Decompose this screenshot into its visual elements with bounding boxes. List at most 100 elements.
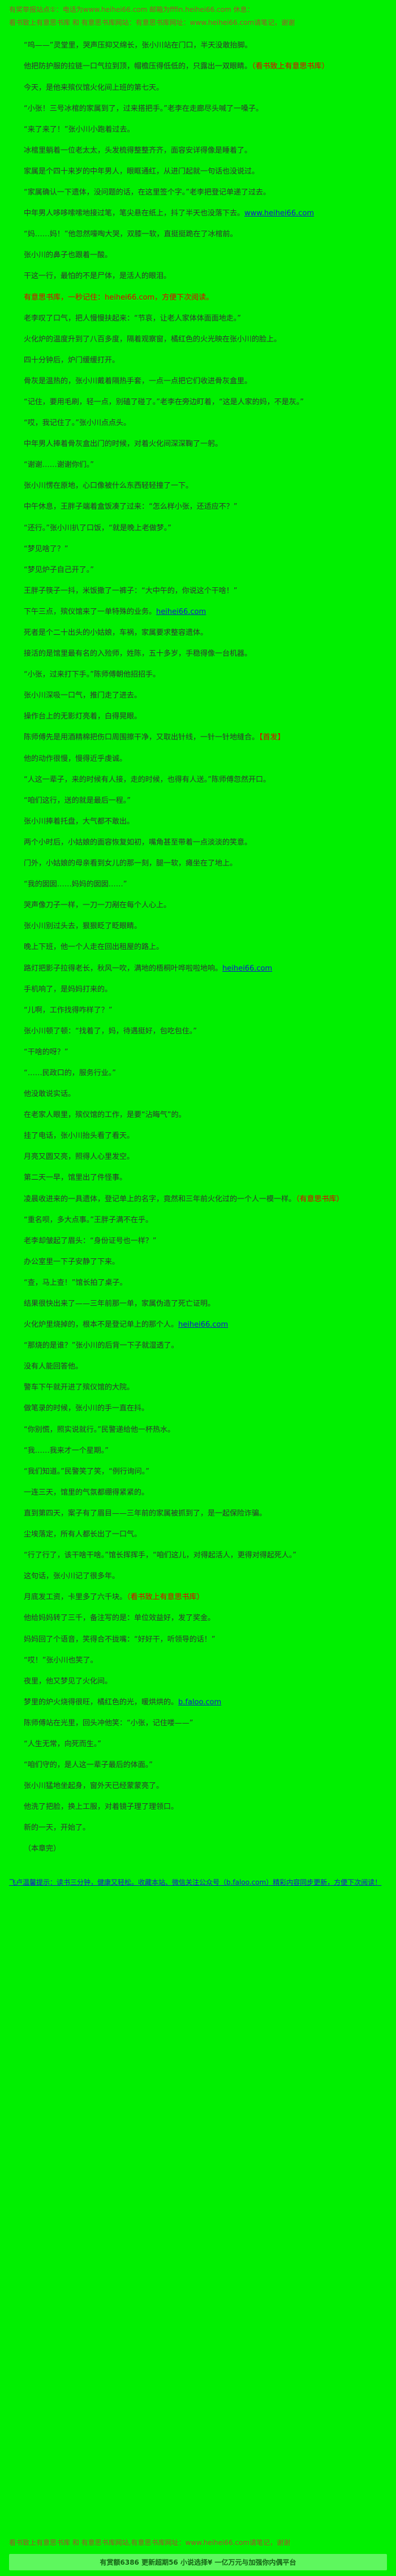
novel-paragraph: 火化炉里烧掉的，根本不是登记单上的那个人。heihei66.com xyxy=(9,1319,387,1331)
inline-highlight: 有意思书库，一秒记住：heihei66.com，方便下次阅读。 xyxy=(24,293,214,302)
paragraph-text: 四十分钟后，炉门缓缓打开。 xyxy=(24,356,120,365)
paragraph-text: “哎！”张小川也笑了。 xyxy=(24,1656,98,1665)
paragraph-text: 他把防护服的拉链一口气拉到顶，帽檐压得低低的，只露出一双眼睛。 xyxy=(24,62,252,71)
novel-paragraph: 月亮又圆又亮，照得人心里发空。 xyxy=(9,1151,387,1163)
paragraph-text: “你别慌，照实说就行。”民警递给他一杯热水。 xyxy=(24,1425,175,1434)
paragraph-text: 没有人能回答他。 xyxy=(24,1362,83,1371)
paragraph-text: “人这一辈子，来的时候有人接，走的时候，也得有人送。”陈师傅忽然开口。 xyxy=(24,775,270,784)
novel-paragraph: 做笔录的时候，张小川的手一直在抖。 xyxy=(9,1402,387,1415)
novel-paragraph: “哎，我记住了。”张小川点点头。 xyxy=(9,417,387,430)
novel-paragraph: 路灯把影子拉得老长，秋风一吹，满地的梧桐叶哗啦啦地响。heihei66.com xyxy=(9,963,387,975)
novel-paragraph: 月底发工资，卡里多了六千块。（看书致上有意思书库） xyxy=(9,1591,387,1604)
paragraph-text: 张小川深吸一口气，推门走了进去。 xyxy=(24,691,142,700)
novel-paragraph: 中午休息，王胖子端着盒饭凑了过来：“怎么样小张，还适应不？” xyxy=(9,501,387,513)
paragraph-text: 今天，是他来殡仪馆火化间上班的第七天。 xyxy=(24,83,164,92)
novel-paragraph: 夜里，他又梦见了火化间。 xyxy=(9,1676,387,1688)
paragraph-text: “……民政口的，服务行业。” xyxy=(24,1068,116,1077)
novel-paragraph: 中年男人哆哆嗦嗦地接过笔，笔尖悬在纸上，抖了半天也没落下去。www.heihei… xyxy=(9,207,387,220)
novel-paragraph: “来了来了！”张小川小跑着过去。 xyxy=(9,124,387,136)
paragraph-text: 张小川的鼻子也跟着一酸。 xyxy=(24,251,113,260)
paragraph-text: 张小川顿了顿：“找着了，妈，待遇挺好，包吃包住。” xyxy=(24,1027,197,1036)
novel-paragraph: “咱们守的，是人这一辈子最后的体面。” xyxy=(9,1759,387,1772)
novel-paragraph: 他洗了把脸，换上工服，对着镜子理了理领口。 xyxy=(9,1801,387,1813)
novel-paragraph: “小张！三号冰棺的家属到了，过来搭把手。”老李在走廊尽头喊了一嗓子。 xyxy=(9,103,387,115)
novel-paragraph: 张小川深吸一口气，推门走了进去。 xyxy=(9,690,387,702)
novel-paragraph: 没有人能回答他。 xyxy=(9,1361,387,1373)
novel-paragraph: “妈……妈！”他忽然嚎啕大哭，双膝一软，直挺挺跪在了冰棺前。 xyxy=(9,228,387,241)
inline-link[interactable]: heihei66.com xyxy=(156,607,206,616)
novel-paragraph: “记住，要用毛刷，轻一点，别磕了碰了。”老李在旁边盯着，“这是人家的妈，不是灰。… xyxy=(9,396,387,409)
paragraph-text: “重名呗，多大点事。”王胖子满不在乎。 xyxy=(24,1215,153,1224)
paragraph-text: “还行。”张小川扒了口饭，“就是晚上老做梦。” xyxy=(24,523,171,532)
paragraph-text: 办公室里一下子安静了下来。 xyxy=(24,1257,120,1266)
footer-url-notice[interactable]: 看书致上有意思书库 和 有意思书库网站,有意思书库网址：www.heihei66… xyxy=(9,2538,290,2547)
paragraph-text: 一连三天，馆里的气氛都绷得紧紧的。 xyxy=(24,1488,149,1497)
novel-paragraph: 他的动作很慢，慢得近乎虔诚。 xyxy=(9,753,387,765)
novel-paragraph: “查，马上查！”馆长拍了桌子。 xyxy=(9,1277,387,1289)
paragraph-text: 陈师傅站在光里，回头冲他笑：“小张，记住喽——” xyxy=(24,1718,193,1728)
novel-paragraph: 第二天一早，馆里出了件怪事。 xyxy=(9,1172,387,1184)
novel-paragraph: 张小川捧着托盘，大气都不敢出。 xyxy=(9,816,387,828)
novel-paragraph: “咱们这行，送的就是最后一程。” xyxy=(9,795,387,807)
paragraph-text: “人生无常，向死而生。” xyxy=(24,1739,101,1748)
novel-paragraph: 凌晨收进来的一具遗体，登记单上的名字，竟然和三年前火化过的一个人一模一样。（有意… xyxy=(9,1193,387,1206)
paragraph-text: 结果很快出来了——三年前那一单，家属伪造了死亡证明。 xyxy=(24,1300,216,1308)
novel-paragraph: 结果很快出来了——三年前那一单，家属伪造了死亡证明。 xyxy=(9,1298,387,1310)
paragraph-text: 第二天一早，馆里出了件怪事。 xyxy=(24,1174,127,1183)
paragraph-text: 这句话，张小川记了很多年。 xyxy=(24,1572,120,1581)
novel-paragraph: 老李叹了口气，把人慢慢扶起来：“节哀，让老人家体体面面地走。” xyxy=(9,313,387,325)
novel-paragraph: “你别慌，照实说就行。”民警递给他一杯热水。 xyxy=(9,1424,387,1436)
faloo-notice-link[interactable]: 飞卢温馨提示：读书三分钟，健康又轻松。收藏本站、微信关注公众号（b.faloo.… xyxy=(9,1878,382,1886)
paragraph-text: 做笔录的时候，张小川的手一直在抖。 xyxy=(24,1404,149,1413)
paragraph-text: “行了行了，该干啥干啥。”馆长挥挥手，“咱们这儿，对得起活人，更得对得起死人。” xyxy=(24,1551,296,1560)
inline-link[interactable]: b.faloo.com xyxy=(178,1698,222,1707)
paragraph-text: 路灯把影子拉得老长，秋风一吹，满地的梧桐叶哗啦啦地响。 xyxy=(24,964,223,973)
paragraph-text: 陈师傅先是用酒精棉把伤口周围擦干净，又取出针线，一针一针地缝合。 xyxy=(24,733,260,742)
inline-link[interactable]: heihei66.com xyxy=(222,964,273,973)
paragraph-text: （本章完） xyxy=(24,1845,61,1854)
novel-paragraph: 一连三天，馆里的气氛都绷得紧紧的。 xyxy=(9,1487,387,1499)
paragraph-text: 张小川别过头去，狠狠眨了眨眼睛。 xyxy=(24,922,142,931)
paragraph-text: 接活的是馆里最有名的入殓师，姓陈，五十多岁，手稳得像一台机器。 xyxy=(24,650,252,659)
footer-stats-bar: 有赏额6386 更新超期56 小说选择¥ 一亿万元与加强你内偶平台 xyxy=(9,2554,387,2570)
paragraph-text: 直到第四天，案子有了眉目——三年前的家属被抓到了，是一起保险诈骗。 xyxy=(24,1509,267,1518)
paragraph-text: 操作台上的无影灯亮着，白得晃眼。 xyxy=(24,712,142,721)
novel-paragraph: 办公室里一下子安静了下来。 xyxy=(9,1256,387,1268)
novel-paragraph: “我们知道。”民警笑了笑，“例行询问。” xyxy=(9,1466,387,1478)
paragraph-text: 两个小时后，小姑娘的面容恢复如初，嘴角甚至带着一点淡淡的笑意。 xyxy=(24,838,252,847)
site-footer: 看书致上有意思书库 和 有意思书库网站,有意思书库网址：www.heihei66… xyxy=(9,2538,387,2570)
novel-paragraph: “家属确认一下遗体，没问题的话，在这里签个字。”老李把登记单递了过去。 xyxy=(9,187,387,199)
paragraph-text: “我的囡囡……妈妈的囡囡……” xyxy=(24,880,127,889)
novel-paragraph: “哎！”张小川也笑了。 xyxy=(9,1655,387,1667)
novel-paragraph: 直到第四天，案子有了眉目——三年前的家属被抓到了，是一起保险诈骗。 xyxy=(9,1508,387,1520)
novel-paragraph: 这句话，张小川记了很多年。 xyxy=(9,1570,387,1583)
paragraph-text: 老李却皱起了眉头：“身份证号也一样？” xyxy=(24,1236,157,1245)
novel-paragraph: 四十分钟后，炉门缓缓打开。 xyxy=(9,354,387,367)
paragraph-text: “咱们这行，送的就是最后一程。” xyxy=(24,796,131,805)
site-url-notice[interactable]: 看书致上有意思书库 和 有意思书库网站：有意思书库网址：www.heihei66… xyxy=(9,19,295,27)
paragraph-text: “梦见啥了？” xyxy=(24,544,68,553)
spacer xyxy=(9,1898,387,2538)
inline-link[interactable]: heihei66.com xyxy=(178,1321,229,1330)
paragraph-text: 火化炉里烧掉的，根本不是登记单上的那个人。 xyxy=(24,1321,179,1330)
novel-paragraph: 骨灰是温热的，张小川戴着隔热手套，一点一点把它们收进骨灰盒里。 xyxy=(9,375,387,388)
novel-paragraph: “行了行了，该干啥干啥。”馆长挥挥手，“咱们这儿，对得起活人，更得对得起死人。” xyxy=(9,1549,387,1562)
paragraph-text: 下午三点，殡仪馆来了一单特殊的业务。 xyxy=(24,607,157,616)
novel-paragraph: 哭声像刀子一样，一刀一刀剐在每个人心上。 xyxy=(9,899,387,912)
novel-paragraph: 张小川愣在原地，心口像被什么东西轻轻撞了一下。 xyxy=(9,480,387,492)
paragraph-text: 警车下午就开进了殡仪馆的大院。 xyxy=(24,1383,135,1392)
paragraph-text: 骨灰是温热的，张小川戴着隔热手套，一点一点把它们收进骨灰盒里。 xyxy=(24,376,252,386)
novel-paragraph: 晚上下班，他一个人走在回出租屋的路上。 xyxy=(9,941,387,954)
paragraph-text: “小张，过来打下手。”陈师傅朝他招招手。 xyxy=(24,670,160,679)
novel-paragraph: 干这一行，最怕的不是尸体，是活人的眼泪。 xyxy=(9,270,387,283)
novel-paragraph: “……民政口的，服务行业。” xyxy=(9,1067,387,1080)
paragraph-text: 张小川捧着托盘，大气都不敢出。 xyxy=(24,817,135,826)
novel-paragraph: 王胖子筷子一抖，米饭撒了一裤子：“大中午的，你说这个干啥！” xyxy=(9,585,387,598)
paragraph-text: 尘埃落定，所有人都长出了一口气。 xyxy=(24,1530,142,1539)
novel-paragraph: 他没敢说实话。 xyxy=(9,1088,387,1101)
paragraph-text: 干这一行，最怕的不是尸体，是活人的眼泪。 xyxy=(24,272,171,281)
inline-link[interactable]: www.heihei66.com xyxy=(244,209,314,218)
novel-paragraph: 下午三点，殡仪馆来了一单特殊的业务。heihei66.com xyxy=(9,606,387,618)
novel-paragraph: “梦见啥了？” xyxy=(9,543,387,556)
